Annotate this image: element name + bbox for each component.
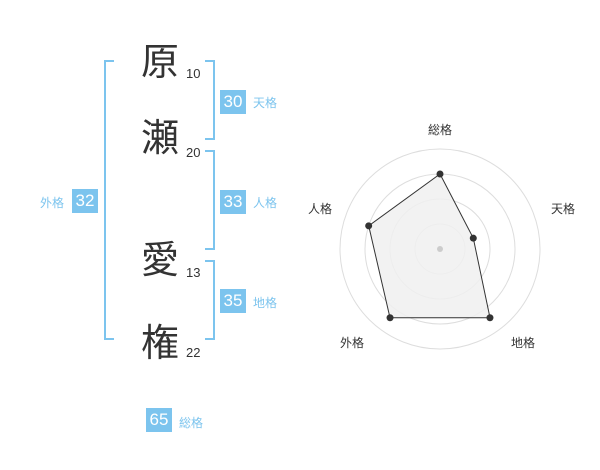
name-char-4: 権 — [140, 321, 179, 365]
radar-label-jinkaku: 人格 — [308, 202, 333, 216]
radar-polygon — [368, 173, 491, 319]
soukaku-label: 総格 — [179, 416, 204, 430]
radar-point-4 — [386, 314, 394, 322]
tenkaku-bracket — [205, 60, 215, 140]
gaikaku-value: 32 — [72, 189, 98, 213]
radar-center — [437, 246, 443, 252]
radar-point-5 — [365, 222, 373, 230]
soukaku-value: 65 — [146, 408, 172, 432]
stroke-count-3: 13 — [186, 265, 201, 280]
jinkaku-value: 33 — [220, 190, 246, 214]
jinkaku-label: 人格 — [253, 196, 278, 210]
radar-label-gaikaku: 外格 — [340, 336, 365, 350]
jinkaku-bracket — [205, 150, 215, 250]
chikaku-label: 地格 — [253, 296, 278, 310]
radar-label-chikaku: 地格 — [511, 336, 536, 350]
radar-point-1 — [436, 170, 444, 178]
name-char-3: 愛 — [140, 238, 179, 282]
stroke-count-2: 20 — [186, 145, 201, 160]
radar-label-tenkaku: 天格 — [551, 202, 576, 216]
stroke-count-1: 10 — [186, 66, 201, 81]
name-char-2: 瀬 — [140, 116, 179, 160]
chikaku-bracket — [205, 260, 215, 340]
stroke-count-4: 22 — [186, 345, 201, 360]
gaikaku-bracket — [104, 60, 114, 340]
radar-point-2 — [469, 234, 477, 242]
tenkaku-label: 天格 — [253, 96, 278, 110]
name-char-1: 原 — [140, 40, 179, 84]
radar-label-soukaku: 総格 — [428, 123, 453, 137]
tenkaku-value: 30 — [220, 90, 246, 114]
gaikaku-label: 外格 — [40, 196, 65, 210]
radar-ring — [339, 148, 541, 350]
chikaku-value: 35 — [220, 289, 246, 313]
radar-point-3 — [486, 314, 494, 322]
